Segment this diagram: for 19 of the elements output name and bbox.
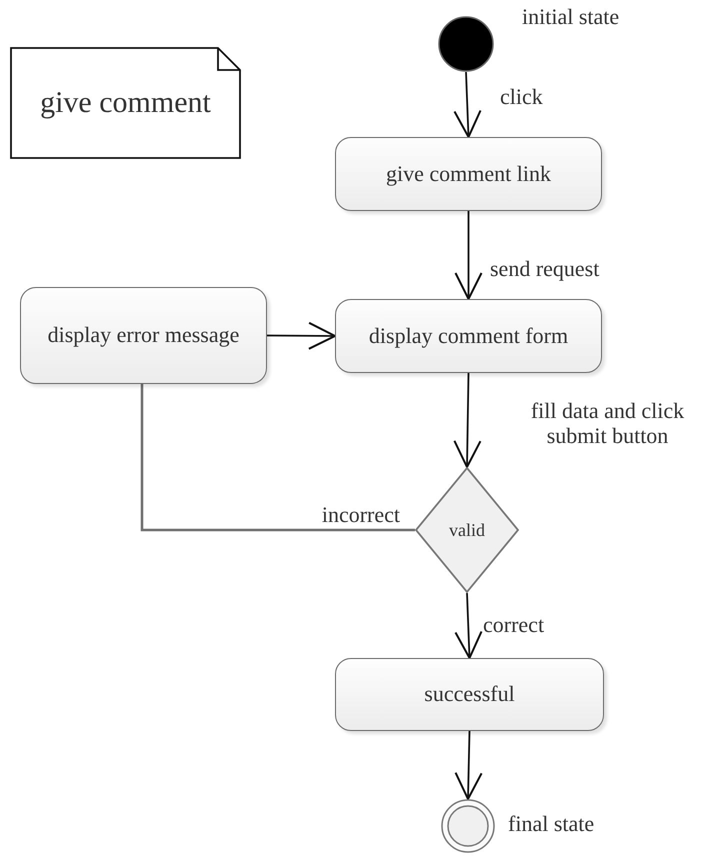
arrow xyxy=(454,730,483,800)
connector-line xyxy=(140,384,415,532)
node-label: give comment link xyxy=(386,160,551,188)
arrow xyxy=(454,592,482,659)
arrow xyxy=(454,72,482,138)
arrow xyxy=(454,211,482,300)
arrow xyxy=(453,372,482,468)
node-label: successful xyxy=(424,681,515,708)
node-label: valid xyxy=(449,520,485,540)
node-label: give comment xyxy=(40,86,211,120)
node-label: display comment form xyxy=(368,322,568,350)
action-box xyxy=(20,287,267,384)
action-box xyxy=(335,299,602,373)
node-label: display error message xyxy=(48,322,240,349)
state-caption: initial state xyxy=(522,4,620,30)
action-box xyxy=(335,137,602,211)
state-caption: final state xyxy=(508,811,594,837)
arrow xyxy=(267,322,336,350)
action-box xyxy=(335,658,604,731)
